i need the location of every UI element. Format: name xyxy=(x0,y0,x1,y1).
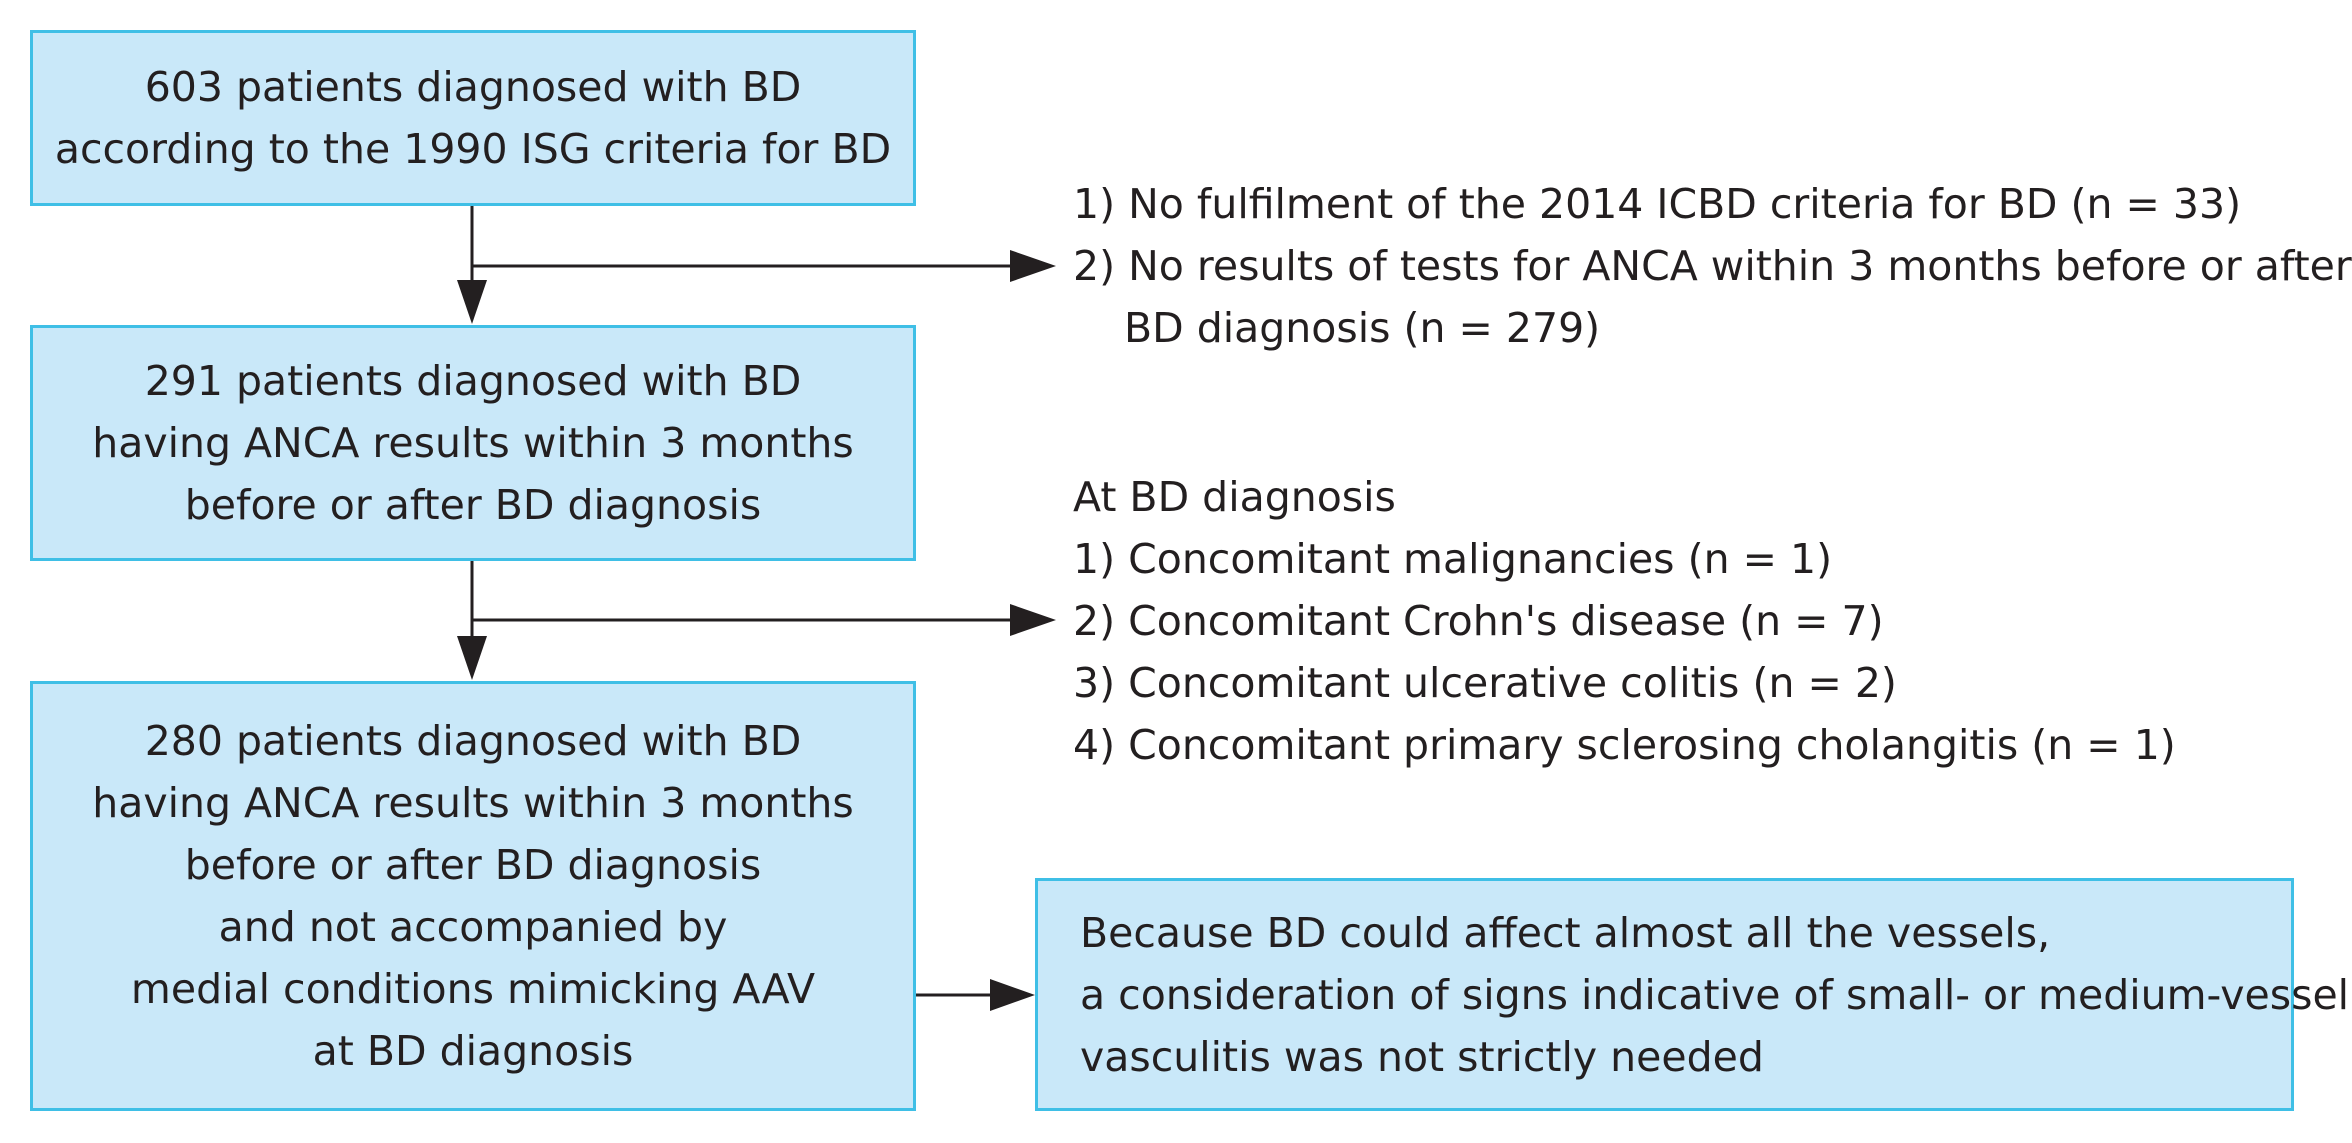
arrowhead-box3-to-note xyxy=(990,979,1035,1011)
arrowhead-box2-to-box3 xyxy=(457,636,487,680)
exclusion-list-1: 1) No fulfilment of the 2014 ICBD criter… xyxy=(1073,173,2352,359)
exclusion-item: 4) Concomitant primary sclerosing cholan… xyxy=(1073,721,2176,769)
step-box-3-line: before or after BD diagnosis xyxy=(184,841,762,889)
exclusion-item-continuation: BD diagnosis (n = 279) xyxy=(1124,304,1601,352)
exclusion-heading: At BD diagnosis xyxy=(1073,473,1396,521)
note-box-line: Because BD could affect almost all the v… xyxy=(1080,908,2051,957)
step-box-2-line: 291 patients diagnosed with BD xyxy=(144,357,802,405)
exclusion-item: 1) No fulfilment of the 2014 ICBD criter… xyxy=(1073,180,2242,228)
note-box: Because BD could affect almost all the v… xyxy=(1035,878,2349,1111)
note-box-line: vasculitis was not strictly needed xyxy=(1080,1032,1764,1081)
exclusion-item: 3) Concomitant ulcerative colitis (n = 2… xyxy=(1073,659,1897,707)
step-box-1: 603 patients diagnosed with BD according… xyxy=(30,30,916,206)
step-box-3: 280 patients diagnosed with BD having AN… xyxy=(30,681,916,1111)
step-box-2-line: before or after BD diagnosis xyxy=(184,481,762,529)
step-box-1-line: 603 patients diagnosed with BD xyxy=(144,63,802,111)
exclusion-item: 2) No results of tests for ANCA within 3… xyxy=(1073,242,2352,290)
arrowhead-to-exclusion-1 xyxy=(1010,250,1056,282)
exclusion-item: 2) Concomitant Crohn's disease (n = 7) xyxy=(1073,597,1884,645)
step-box-3-line: and not accompanied by xyxy=(218,903,728,951)
step-box-2-line: having ANCA results within 3 months xyxy=(92,419,854,467)
exclusion-list-2: At BD diagnosis 1) Concomitant malignanc… xyxy=(1073,466,2176,776)
step-box-3-line: at BD diagnosis xyxy=(312,1027,634,1075)
arrowhead-to-exclusion-2 xyxy=(1010,604,1056,636)
step-box-2: 291 patients diagnosed with BD having AN… xyxy=(30,325,916,561)
step-box-3-line: 280 patients diagnosed with BD xyxy=(144,717,802,765)
step-box-3-line: medial conditions mimicking AAV xyxy=(130,965,816,1013)
note-box-line: a consideration of signs indicative of s… xyxy=(1080,970,2350,1019)
arrowhead-box1-to-box2 xyxy=(457,280,487,324)
exclusion-item: 1) Concomitant malignancies (n = 1) xyxy=(1073,535,1833,583)
step-box-1-line: according to the 1990 ISG criteria for B… xyxy=(54,125,892,173)
step-box-3-line: having ANCA results within 3 months xyxy=(92,779,854,827)
